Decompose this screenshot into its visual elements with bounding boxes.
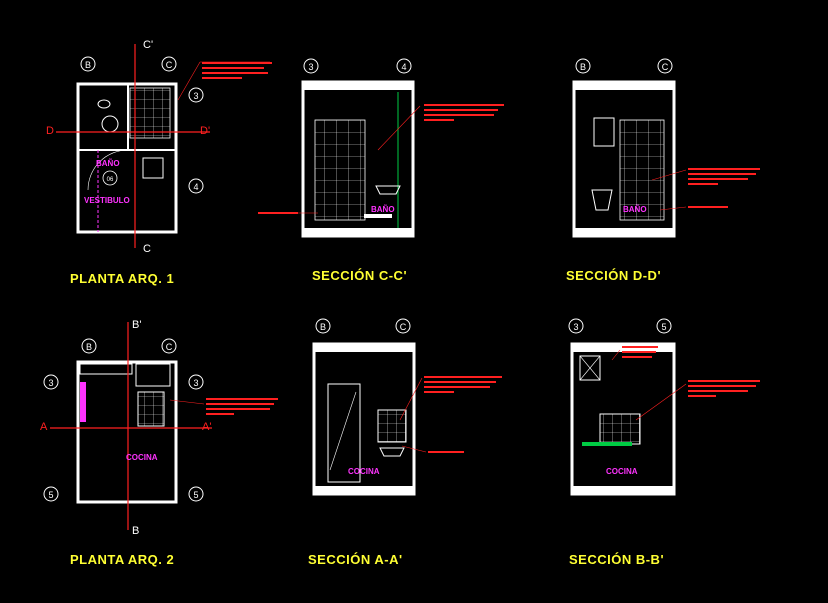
- axis-marker-c: C: [161, 338, 177, 354]
- axis-marker-b: B: [80, 56, 96, 72]
- svg-text:C: C: [166, 60, 173, 70]
- svg-text:C: C: [143, 243, 151, 255]
- axis-marker-5: 5: [656, 318, 672, 334]
- seccion-a-a: B C COCINA: [312, 318, 502, 496]
- seccion-d-d: B C BAÑO: [572, 58, 760, 238]
- svg-text:3: 3: [193, 91, 198, 101]
- axis-marker-5: 5: [188, 486, 204, 502]
- seccion-b-b: 3 5 COCINA: [568, 318, 760, 496]
- svg-text:C: C: [400, 322, 407, 332]
- svg-text:B: B: [86, 342, 92, 352]
- svg-text:A: A: [40, 421, 48, 433]
- svg-text:A': A': [202, 421, 211, 433]
- svg-text:BAÑO: BAÑO: [371, 205, 395, 214]
- axis-marker-5: 5: [43, 486, 59, 502]
- axis-marker-3: 3: [303, 58, 319, 74]
- axis-marker-3: 3: [43, 374, 59, 390]
- axis-marker-b: B: [575, 58, 591, 74]
- axis-marker-3: 3: [188, 87, 204, 103]
- axis-marker-4: 4: [396, 58, 412, 74]
- svg-text:C': C': [143, 39, 153, 51]
- title-seccion-a-a: SECCIÓN A-A': [308, 552, 403, 567]
- title-planta-arq-1: PLANTA ARQ. 1: [70, 271, 175, 286]
- svg-text:3: 3: [193, 378, 198, 388]
- svg-text:BAÑO: BAÑO: [623, 205, 647, 214]
- axis-marker-b: B: [81, 338, 97, 354]
- axis-marker-c: C: [395, 318, 411, 334]
- svg-text:3: 3: [48, 378, 53, 388]
- axis-marker-3: 3: [188, 374, 204, 390]
- svg-text:C: C: [166, 342, 173, 352]
- svg-text:3: 3: [308, 62, 313, 72]
- axis-marker-3: 3: [568, 318, 584, 334]
- svg-text:B: B: [580, 62, 586, 72]
- axis-marker-4: 4: [188, 178, 204, 194]
- svg-text:COCINA: COCINA: [606, 467, 638, 476]
- svg-text:C: C: [662, 62, 669, 72]
- svg-text:5: 5: [48, 490, 53, 500]
- svg-text:D: D: [46, 125, 54, 137]
- svg-text:3: 3: [573, 322, 578, 332]
- axis-marker-c: C: [657, 58, 673, 74]
- planta-arq-1: B C 3 4 C' C D D' BAÑO: [46, 39, 272, 255]
- title-seccion-c-c: SECCIÓN C-C': [312, 268, 408, 283]
- axis-marker-b: B: [315, 318, 331, 334]
- svg-text:5: 5: [661, 322, 666, 332]
- title-seccion-d-d: SECCIÓN D-D': [566, 268, 662, 283]
- svg-text:5: 5: [193, 490, 198, 500]
- svg-text:D': D': [200, 125, 210, 137]
- title-seccion-b-b: SECCIÓN B-B': [569, 552, 665, 567]
- planta-arq-2: B C 3 3 5 5 B' B A A' COC: [40, 319, 278, 537]
- svg-text:06: 06: [107, 177, 114, 183]
- svg-text:BAÑO: BAÑO: [96, 159, 120, 168]
- axis-marker-c: C: [161, 56, 177, 72]
- svg-text:COCINA: COCINA: [348, 467, 380, 476]
- svg-text:4: 4: [401, 62, 406, 72]
- title-planta-arq-2: PLANTA ARQ. 2: [70, 552, 175, 567]
- svg-text:B: B: [132, 525, 139, 537]
- svg-text:B: B: [85, 60, 91, 70]
- svg-text:VESTIBULO: VESTIBULO: [84, 196, 130, 205]
- svg-text:4: 4: [193, 182, 198, 192]
- svg-text:B: B: [320, 322, 326, 332]
- svg-text:B': B': [132, 319, 141, 331]
- svg-text:COCINA: COCINA: [126, 453, 158, 462]
- seccion-c-c: 3 4 BAÑO: [258, 58, 504, 238]
